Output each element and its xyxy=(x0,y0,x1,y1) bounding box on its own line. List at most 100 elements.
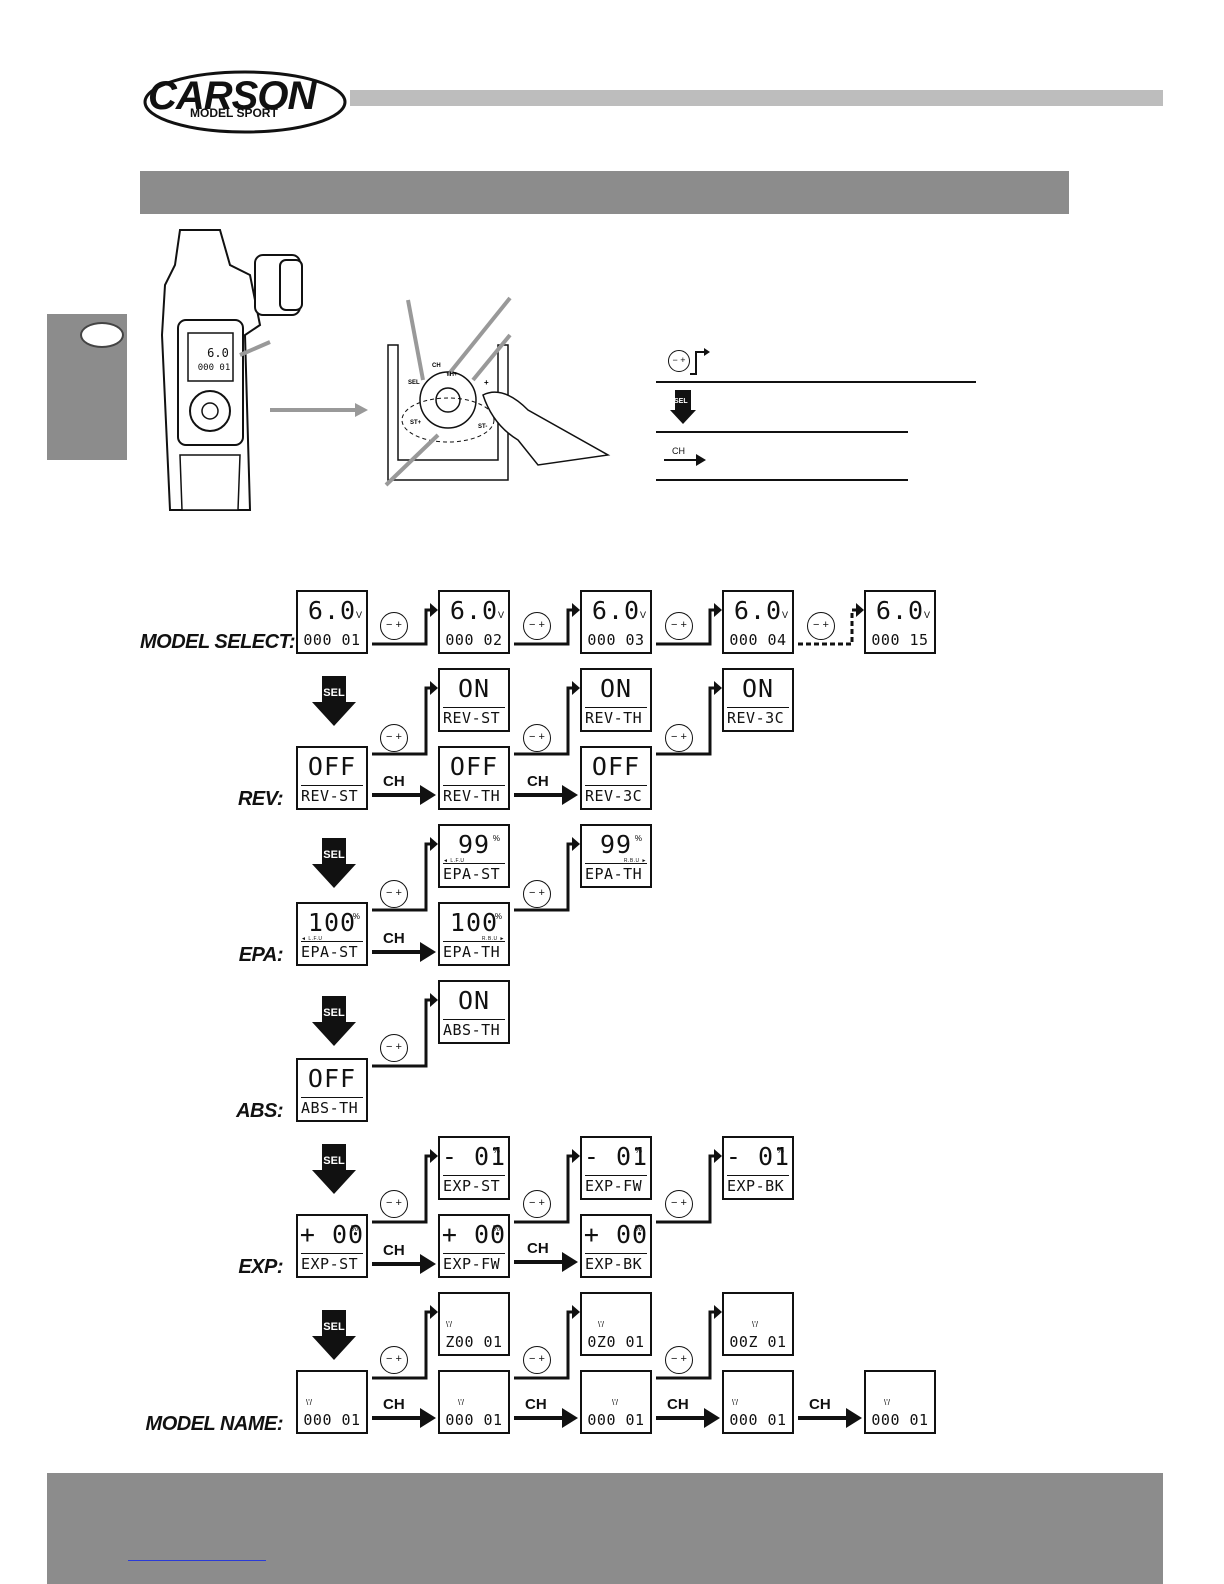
step-arrow-icon xyxy=(514,1305,580,1380)
lcd-rev-on-th: ON REV-TH xyxy=(580,668,652,732)
lcd-value: 100 xyxy=(449,908,499,937)
lcd-abs-off: OFF ABS-TH xyxy=(296,1058,368,1122)
lcd-label: EPA-ST xyxy=(443,863,505,883)
lcd-value: 6.0 xyxy=(733,596,783,625)
lcd-value: 6.0 xyxy=(591,596,641,625)
lcd-rev-off-th: OFF REV-TH xyxy=(438,746,510,810)
blink-indicator-icon: \'/ xyxy=(752,1320,758,1329)
lcd-value: OFF xyxy=(449,752,499,781)
lcd-name-1: \'/ 000 01 xyxy=(296,1370,368,1434)
lcd-name-5: \'/ 000 01 xyxy=(864,1370,936,1434)
row-label-model-name: MODEL NAME: xyxy=(145,1413,284,1435)
ch-arrow-label: CH xyxy=(383,930,405,947)
step-arrow-icon xyxy=(372,1149,438,1224)
lcd-value: + 00 xyxy=(583,1220,649,1249)
lcd-rev-off-st: OFF REV-ST xyxy=(296,746,368,810)
ch-arrow-label: CH xyxy=(527,773,549,790)
lcd-label: 000 01 xyxy=(303,631,361,649)
ch-arrow-icon xyxy=(372,1408,436,1428)
step-arrow-icon xyxy=(372,681,438,756)
blink-indicator-icon: \'/ xyxy=(458,1398,464,1407)
step-arrow-icon xyxy=(656,681,722,756)
lcd-model-select-4: 6.0 V 000 04 xyxy=(722,590,794,654)
step-arrow-icon xyxy=(656,603,722,646)
blink-indicator-icon: \'/ xyxy=(598,1320,604,1329)
lcd-rev-on-st: ON REV-ST xyxy=(438,668,510,732)
plus-minus-button-icon: − + xyxy=(523,612,551,640)
lcd-unit: % xyxy=(492,1146,500,1155)
lcd-label: EXP-BK xyxy=(727,1175,789,1195)
lcd-value: - 01 xyxy=(725,1142,791,1171)
device-screen-model: 000 01 xyxy=(197,363,231,373)
lcd-unit: % xyxy=(494,912,502,921)
lcd-value: 6.0 xyxy=(875,596,925,625)
lcd-label: 000 15 xyxy=(871,631,929,649)
step-arrow-icon xyxy=(656,1305,722,1380)
lcd-unit: % xyxy=(634,1224,642,1233)
lcd-unit: V xyxy=(355,610,362,620)
lcd-name-3: \'/ 000 01 xyxy=(580,1370,652,1434)
plus-minus-button-icon: − + xyxy=(380,724,408,752)
legend-step-arrow-icon xyxy=(690,348,710,375)
ch-arrow-icon xyxy=(372,1254,436,1274)
plus-minus-button-icon: − + xyxy=(380,1034,408,1062)
lcd-name-edit-2: \'/ 0Z0 01 xyxy=(580,1292,652,1356)
lcd-label: 000 01 xyxy=(729,1411,787,1429)
step-arrow-icon xyxy=(514,603,580,646)
lcd-label: 000 01 xyxy=(303,1411,361,1429)
lcd-value: 99 xyxy=(599,830,633,859)
plus-minus-button-icon: − + xyxy=(665,612,693,640)
ch-arrow-label: CH xyxy=(383,1396,405,1413)
closeup-st-minus-label: ST- xyxy=(478,424,488,430)
lcd-exp-minus-bk: - 01 % EXP-BK xyxy=(722,1136,794,1200)
lcd-value: OFF xyxy=(591,752,641,781)
lcd-label: REV-TH xyxy=(585,707,647,727)
lcd-model-select-2: 6.0 V 000 02 xyxy=(438,590,510,654)
lcd-name-2: \'/ 000 01 xyxy=(438,1370,510,1434)
lcd-label: EPA-TH xyxy=(443,941,505,961)
footer-link-underline[interactable] xyxy=(128,1560,266,1561)
legend-plus-minus-button-icon: − + xyxy=(668,350,690,372)
lcd-unit: V xyxy=(923,610,930,620)
lcd-label: 000 04 xyxy=(729,631,787,649)
legend-sel-arrow-icon xyxy=(670,390,696,424)
plus-minus-button-icon: − + xyxy=(665,724,693,752)
plus-minus-button-icon: − + xyxy=(523,880,551,908)
blink-indicator-icon: \'/ xyxy=(732,1398,738,1407)
lcd-label: EXP-ST xyxy=(443,1175,505,1195)
lcd-value: + 00 xyxy=(441,1220,507,1249)
lcd-unit: V xyxy=(639,610,646,620)
lcd-unit: % xyxy=(634,1146,642,1155)
step-arrow-icon xyxy=(372,603,438,646)
section-title-band xyxy=(140,171,1069,214)
lcd-value: ON xyxy=(457,674,491,703)
sel-arrow-label: SEL xyxy=(323,1155,345,1167)
sel-arrow-icon: SEL xyxy=(312,838,356,888)
step-arrow-icon xyxy=(514,837,580,912)
blink-indicator-icon: \'/ xyxy=(884,1398,890,1407)
lcd-label: REV-TH xyxy=(443,785,505,805)
lcd-unit: % xyxy=(634,834,642,843)
lcd-name-edit-3: \'/ 00Z 01 xyxy=(722,1292,794,1356)
legend-divider-1 xyxy=(656,381,976,383)
lcd-label: EXP-FW xyxy=(585,1175,647,1195)
closeup-sel-label: SEL xyxy=(408,380,420,386)
plus-minus-button-icon: − + xyxy=(380,880,408,908)
lcd-unit: % xyxy=(492,834,500,843)
lcd-exp-minus-fw: - 01 % EXP-FW xyxy=(580,1136,652,1200)
lcd-unit: V xyxy=(497,610,504,620)
lcd-name-edit-1: \'/ Z00 01 xyxy=(438,1292,510,1356)
lcd-label: EPA-TH xyxy=(585,863,647,883)
step-arrow-icon xyxy=(372,993,438,1068)
lcd-subtext: R.B.U ► xyxy=(623,858,647,864)
lcd-abs-on: ON ABS-TH xyxy=(438,980,510,1044)
lcd-model-select-5: 6.0 V 000 15 xyxy=(864,590,936,654)
row-label-exp: EXP: xyxy=(238,1256,283,1278)
plus-minus-button-icon: − + xyxy=(380,1346,408,1374)
lcd-value: 100 xyxy=(307,908,357,937)
ch-arrow-label: CH xyxy=(525,1396,547,1413)
lcd-epa-99-th: 99 % R.B.U ► EPA-TH xyxy=(580,824,652,888)
lcd-subtext: ◄ L.F.U xyxy=(301,936,323,942)
lcd-value: ON xyxy=(741,674,775,703)
lcd-subtext: R.B.U ► xyxy=(481,936,505,942)
